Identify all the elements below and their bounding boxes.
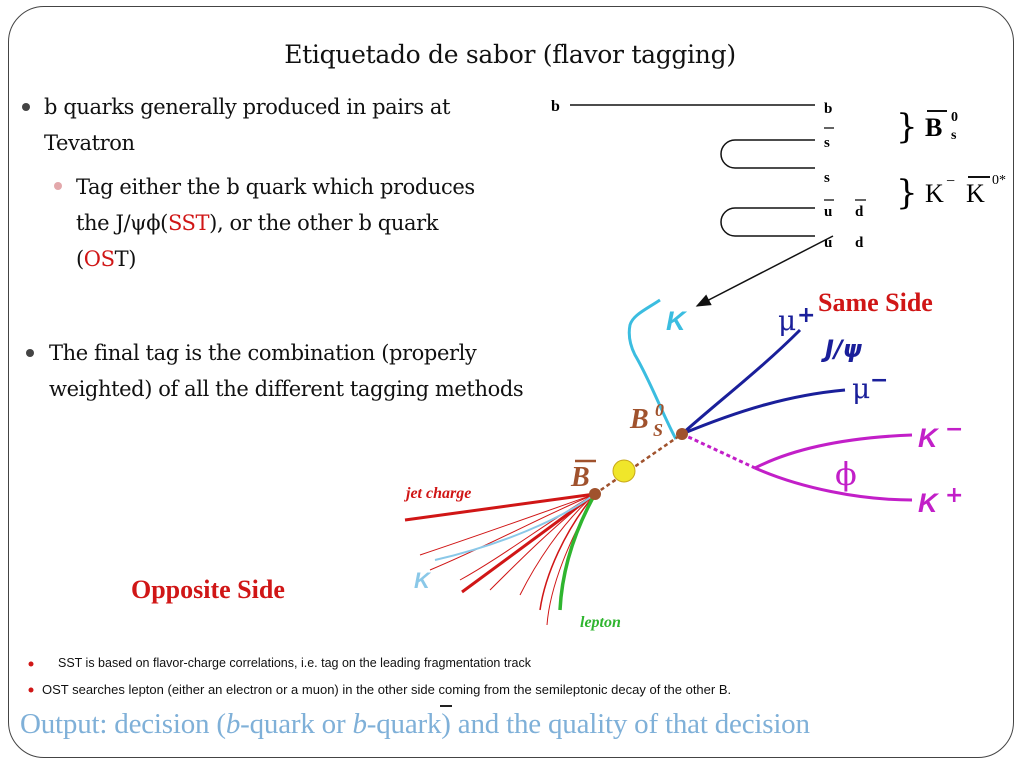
bs-meson-sub: s: [951, 128, 957, 143]
bullet-dot: [26, 349, 34, 357]
sub-line1: Tag either the b quark which produces: [76, 175, 475, 199]
bs-sub: S: [653, 420, 663, 440]
sub-bullet-dot: [54, 182, 62, 190]
quark-s: s: [824, 170, 830, 186]
kbar-label: K: [966, 179, 985, 208]
event-diagram: Same Side Opposite Side K μ + J/ψ μ − B …: [131, 288, 963, 631]
output-b2: b: [352, 708, 367, 740]
note-bullet: [28, 687, 34, 693]
bullet-2-line1: The final tag is the combination (proper…: [49, 341, 477, 365]
lepton-track: [558, 493, 597, 611]
k-plus-track: [754, 466, 913, 502]
quark-d-top: d: [855, 204, 864, 220]
bs-vertex: [676, 428, 688, 440]
bbar-label: B: [570, 462, 590, 493]
mu-plus-label: μ: [778, 304, 796, 337]
k-opposite-track: [434, 493, 596, 561]
output-b1: b: [225, 708, 241, 740]
jet-track: [519, 493, 596, 596]
output-pre: Output: decision (: [20, 708, 226, 740]
bullet-1-line2: Tevatron: [44, 131, 135, 155]
k-same-side-label: K: [666, 306, 688, 336]
bullet-dot: [22, 103, 30, 111]
jet-track: [489, 493, 596, 591]
quark-ubar: u: [824, 204, 832, 220]
jet-track: [419, 493, 596, 556]
b-vertex: [589, 488, 601, 500]
quark-d-bottom: d: [855, 235, 864, 251]
lepton-label: lepton: [580, 614, 621, 631]
mu-minus-sup: −: [870, 368, 888, 393]
same-side-label: Same Side: [818, 288, 933, 317]
output-line: Output: decision (b-quark or b-quark) an…: [20, 708, 1020, 741]
sub-line2: the J/ψϕ(SST), or the other b quark: [76, 205, 475, 241]
jet-charge-label: jet charge: [403, 485, 471, 502]
slide-frame: [8, 6, 1014, 758]
b-flight-line: [594, 432, 683, 496]
k-opposite-label: K: [414, 568, 432, 593]
output-post: -quark) and the quality of that decision: [366, 708, 810, 740]
quark-b: b: [824, 101, 832, 117]
k-minus-track: [754, 433, 913, 470]
ost-note: OST searches lepton (either an electron …: [42, 682, 732, 697]
sst-note: SST is based on flavor-charge correlatio…: [58, 656, 531, 670]
ost-label: OS: [83, 247, 115, 271]
jpsi-label: J/ψ: [821, 335, 863, 363]
opposite-side-label: Opposite Side: [131, 575, 285, 604]
sub-line3-pre: (: [76, 247, 84, 271]
output-mid: -quark or: [240, 708, 353, 740]
k-same-side-track: [627, 298, 678, 440]
bullet-1-sub: Tag either the b quark which produces th…: [76, 169, 475, 277]
u-quark-loop: [720, 207, 815, 237]
jet-track: [429, 493, 596, 571]
k-minus-sup: −: [945, 417, 963, 442]
quark-sbar: s: [824, 135, 830, 151]
quark-diagram: b b s s u u d d } B 0 s } K − K 0*: [551, 98, 1006, 307]
bullet-2-line2: weighted) of all the different tagging m…: [49, 377, 524, 401]
bs-meson-sup: 0: [951, 110, 958, 125]
s-quark-loop: [720, 139, 815, 169]
kbar-sup: 0*: [992, 173, 1006, 188]
sub-line3-post: T): [114, 247, 137, 271]
note-bullet: [28, 661, 34, 667]
sub-line2-post: ), or the other b quark: [209, 211, 439, 235]
bs-label: B: [629, 404, 649, 435]
jet-track: [539, 493, 596, 611]
b-left-label: b: [551, 98, 560, 115]
mu-plus-sup: +: [797, 303, 815, 328]
phi-label: ϕ: [835, 455, 857, 493]
phi-flight: [681, 432, 756, 470]
sst-label: SST: [167, 211, 210, 235]
brace-k: }: [896, 173, 918, 213]
brace-bs: }: [896, 107, 918, 147]
pointer-arrow: [695, 235, 834, 307]
k-minus-sup: −: [946, 173, 955, 190]
mu-minus-label: μ: [852, 372, 870, 405]
k-minus-label: K: [925, 179, 944, 208]
k-minus-label: K: [918, 423, 940, 453]
mu-minus-track: [681, 388, 846, 436]
slide-title: Etiquetado de sabor (flavor tagging): [284, 40, 736, 69]
bullet-2: The final tag is the combination (proper…: [49, 335, 524, 407]
bullet-1: b quarks generally produced in pairs at …: [44, 89, 450, 161]
mu-plus-track: [680, 328, 802, 436]
bullet-1-line1: b quarks generally produced in pairs at: [44, 95, 451, 119]
primary-vertex: [612, 459, 636, 483]
k-plus-sup: +: [945, 483, 963, 508]
sub-line2-pre: the J/ψϕ(: [76, 211, 168, 235]
jet-track: [404, 492, 596, 522]
bs-meson-label: B: [925, 113, 942, 142]
quark-u: u: [824, 235, 832, 251]
jet-track: [461, 492, 596, 594]
sub-line3: (OST): [76, 241, 475, 277]
k-plus-label: K: [918, 488, 940, 518]
bs-sup: 0: [655, 400, 664, 420]
